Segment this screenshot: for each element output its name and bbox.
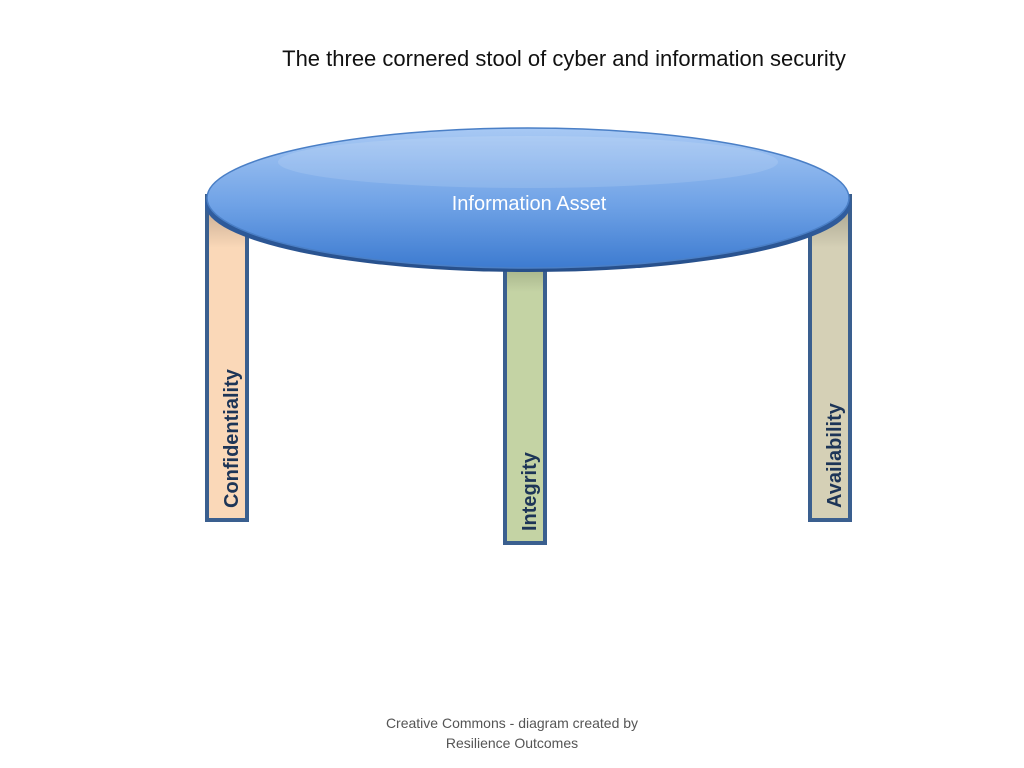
leg-confidentiality: Confidentiality: [205, 194, 249, 522]
leg-availability-label: Availability: [824, 402, 846, 508]
stool-seat: Information Asset: [205, 127, 851, 272]
credit-note: Creative Commons - diagram created by Re…: [312, 713, 712, 753]
leg-confidentiality-bar: [205, 194, 249, 522]
leg-integrity: Integrity: [503, 248, 547, 545]
leg-integrity-label: Integrity: [519, 451, 541, 531]
seat-top: [206, 127, 850, 269]
credit-line-1: Creative Commons - diagram created by: [385, 715, 639, 731]
leg-confidentiality-label: Confidentiality: [221, 368, 243, 508]
seat-label: Information Asset: [452, 193, 607, 215]
diagram-title: The three cornered stool of cyber and in…: [282, 46, 846, 71]
leg-availability: Availability: [808, 194, 852, 522]
leg-integrity-bar: [503, 248, 547, 545]
credit-line-2: Resilience Outcomes: [445, 735, 579, 751]
